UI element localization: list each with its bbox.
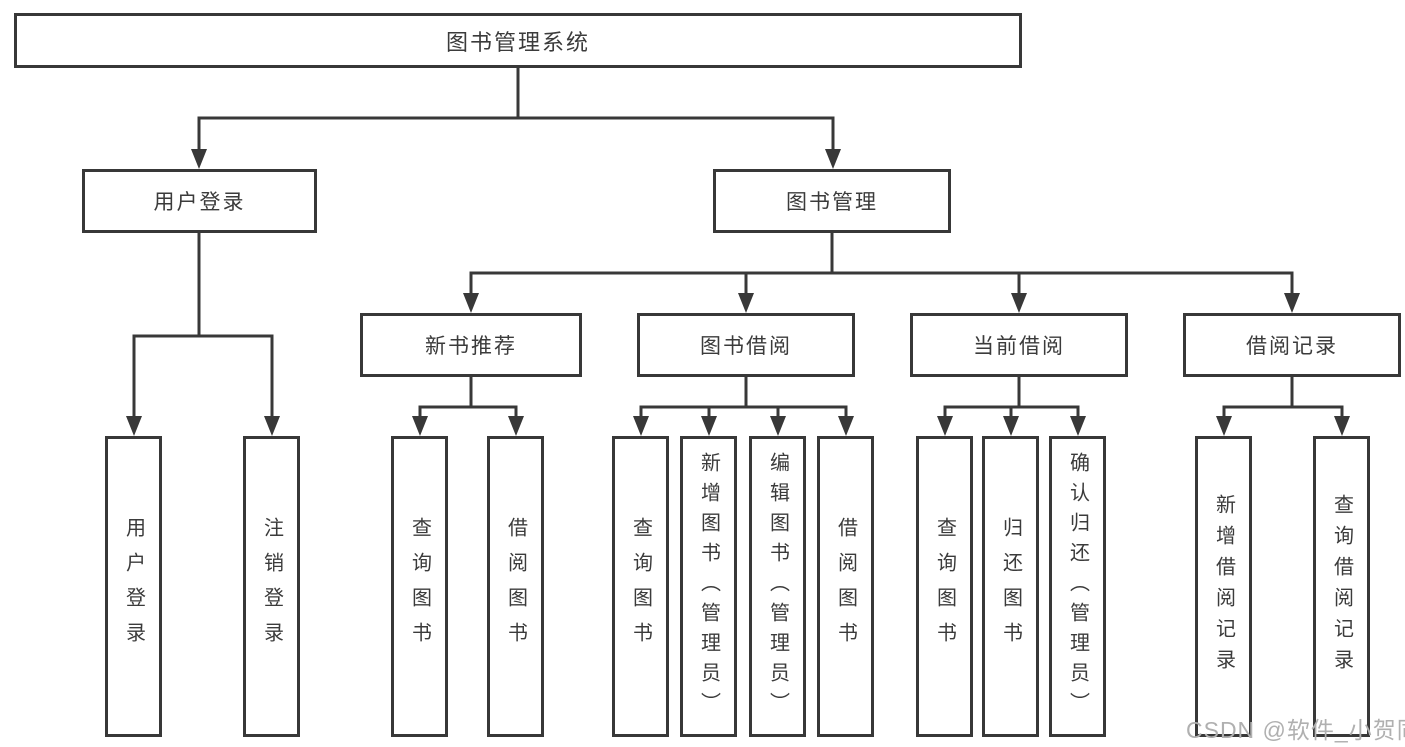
leaf-add-books-admin: 新增图书（管理员） [680,436,737,737]
node-label: 新增借阅记录 [1212,493,1235,680]
arrow-down-icon [1003,416,1019,436]
arrow-down-icon [838,416,854,436]
leaf-query-books-recommend: 查询图书 [391,436,448,737]
arrow-down-icon [701,416,717,436]
node-label: 编辑图书（管理员） [766,451,789,722]
arrow-down-icon [770,416,786,436]
node-label: 图书管理系统 [445,29,590,55]
node-book-borrowing: 图书借阅 [637,313,855,377]
node-label: 借阅图书 [834,516,857,657]
node-label: 用户登录 [153,191,246,214]
leaf-add-borrow-record: 新增借阅记录 [1195,436,1252,737]
arrow-down-icon [412,416,428,436]
node-user-login: 用户登录 [82,169,317,233]
node-borrowing-records: 借阅记录 [1183,313,1401,377]
leaf-edit-books-admin: 编辑图书（管理员） [749,436,806,737]
arrow-down-icon [633,416,649,436]
arrow-down-icon [937,416,953,436]
arrow-down-icon [463,293,479,313]
node-label: 新增图书（管理员） [697,451,720,722]
node-label: 查询图书 [933,516,956,657]
arrow-down-icon [825,149,841,169]
leaf-borrow-books: 借阅图书 [817,436,874,737]
node-library-management-system: 图书管理系统 [14,13,1022,68]
node-book-management: 图书管理 [713,169,951,233]
arrow-down-icon [1334,416,1350,436]
leaf-query-books-borrow: 查询图书 [612,436,669,737]
node-label: 确认归还（管理员） [1066,451,1089,722]
leaf-query-borrow-record: 查询借阅记录 [1313,436,1370,737]
arrow-down-icon [1216,416,1232,436]
node-label: 图书借阅 [700,335,792,358]
arrow-down-icon [508,416,524,436]
node-label: 新书推荐 [425,335,517,358]
node-label: 借阅记录 [1246,335,1338,358]
node-label: 归还图书 [999,516,1022,657]
node-label: 注销登录 [260,516,283,657]
leaf-borrow-books-recommend: 借阅图书 [487,436,544,737]
arrow-down-icon [126,416,142,436]
arrow-down-icon [738,293,754,313]
leaf-confirm-return-admin: 确认归还（管理员） [1049,436,1106,737]
arrow-down-icon [1070,416,1086,436]
leaf-user-login: 用户登录 [105,436,162,737]
leaf-return-books: 归还图书 [982,436,1039,737]
arrow-down-icon [1284,293,1300,313]
leaf-logout: 注销登录 [243,436,300,737]
arrow-down-icon [264,416,280,436]
arrow-down-icon [191,149,207,169]
csdn-watermark: CSDN @软件_小贺同学 [1186,717,1405,743]
node-label: 图书管理 [786,191,878,214]
node-label: 用户登录 [122,516,145,657]
node-label: 查询图书 [629,516,652,657]
node-current-borrowing: 当前借阅 [910,313,1128,377]
arrow-down-icon [1011,293,1027,313]
node-label: 借阅图书 [504,516,527,657]
leaf-query-books-current: 查询图书 [916,436,973,737]
node-new-book-recommendation: 新书推荐 [360,313,582,377]
node-label: 当前借阅 [973,335,1065,358]
node-label: 查询图书 [408,516,431,657]
node-label: 查询借阅记录 [1330,493,1353,680]
